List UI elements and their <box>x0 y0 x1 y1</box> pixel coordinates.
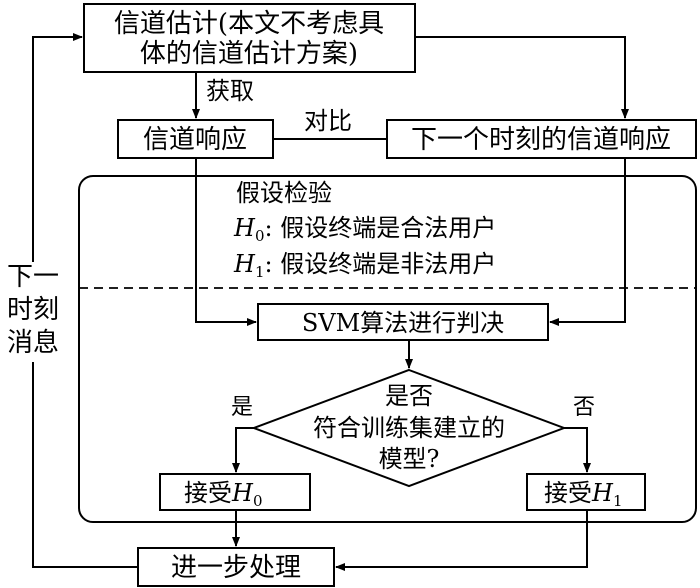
connector-next-to-svm <box>549 158 626 326</box>
next-response-box <box>386 119 697 159</box>
hypothesis-h1: H1: 假设终端是非法用户 <box>233 250 496 281</box>
next-response-label: 下一个时刻的信道响应 <box>411 125 671 155</box>
decision-line2: 符合训练集建立的 <box>313 414 505 442</box>
hypothesis-title: 假设检验 <box>236 179 332 207</box>
connector-to-next-response <box>415 36 629 119</box>
connector-yes <box>232 427 254 473</box>
yes-label: 是 <box>231 395 253 420</box>
channel-estimation-line1: 信道估计(本文不考虑具 <box>114 9 384 39</box>
accept-h0-label: 接受H0 <box>184 479 262 510</box>
accept-h1-box <box>526 473 646 511</box>
decision-line1: 是否 <box>385 382 433 410</box>
channel-response-label: 信道响应 <box>143 125 247 155</box>
decision-line3: 模型? <box>379 445 440 473</box>
further-processing-box <box>137 547 335 587</box>
svm-decision-label: SVM算法进行判决 <box>302 309 504 337</box>
hypothesis-h0: H0: 假设终端是合法用户 <box>233 214 496 245</box>
next-message-line1: 下一 <box>7 262 59 292</box>
further-processing-label: 进一步处理 <box>171 553 301 583</box>
no-label: 否 <box>573 395 595 420</box>
hypothesis-region <box>78 175 697 523</box>
obtain-label: 获取 <box>206 77 254 105</box>
accept-h0-box <box>159 473 311 511</box>
connector-h1-to-processing <box>335 510 588 571</box>
connector-no <box>564 427 591 473</box>
channel-response-box <box>117 119 274 159</box>
next-message-line3: 消息 <box>7 328 59 358</box>
connector-response-to-svm <box>195 158 257 326</box>
svm-decision-box <box>257 303 549 341</box>
compare-label: 对比 <box>304 107 352 135</box>
decision-diamond <box>251 368 567 488</box>
channel-estimation-line2: 体的信道估计方案) <box>140 39 358 69</box>
next-message-bg <box>6 262 60 362</box>
accept-h1-label: 接受H1 <box>544 479 622 510</box>
channel-estimation-box <box>83 3 416 73</box>
next-message-line2: 时刻 <box>7 295 59 325</box>
